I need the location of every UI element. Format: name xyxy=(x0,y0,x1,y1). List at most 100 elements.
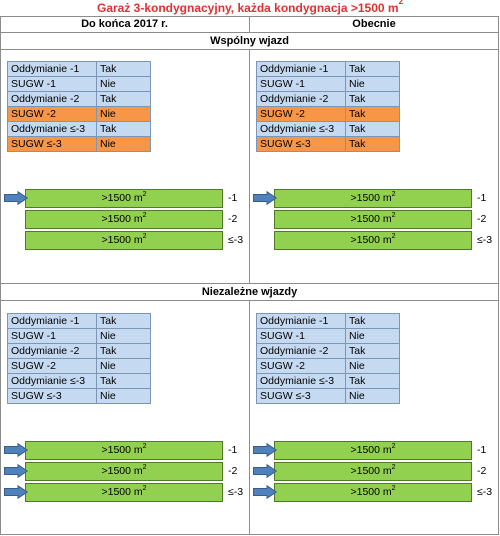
floor-area-unit-exponent: 2 xyxy=(142,463,147,471)
floor-area: >1500 m xyxy=(350,486,392,498)
page-title: Garaż 3-kondygnacyjny, każda kondygnacja… xyxy=(96,0,404,15)
divider xyxy=(249,300,250,535)
floor-level-bar: >1500 m2 xyxy=(25,483,223,502)
row-label: SUGW ≤-3 xyxy=(7,388,97,404)
entrance-arrow-icon xyxy=(4,191,28,205)
floor-area: >1500 m xyxy=(101,444,143,456)
row-value: Nie xyxy=(96,328,151,344)
row-value: Nie xyxy=(96,106,151,122)
divider xyxy=(0,32,499,33)
row-label: SUGW -1 xyxy=(256,76,346,92)
row-value: Nie xyxy=(345,76,400,92)
row-value: Tak xyxy=(96,373,151,389)
floor-level-bar: >1500 m2 xyxy=(274,231,472,250)
row-value: Nie xyxy=(345,328,400,344)
floor-level-bar: >1500 m2 xyxy=(25,441,223,460)
column-header-current: Obecnie xyxy=(352,18,396,30)
section-title-independent: Niezależne wjazdy xyxy=(201,286,298,298)
row-label: Oddymianie ≤-3 xyxy=(256,121,346,137)
floor-area-unit-exponent: 2 xyxy=(391,442,396,450)
floor-area-unit-exponent: 2 xyxy=(142,190,147,198)
entrance-arrow-icon xyxy=(4,443,28,457)
row-label: Oddymianie -2 xyxy=(7,343,97,359)
row-value: Nie xyxy=(345,388,400,404)
floor-area: >1500 m xyxy=(101,192,143,204)
row-label: Oddymianie -1 xyxy=(7,313,97,329)
row-value: Tak xyxy=(345,121,400,137)
floor-area: >1500 m xyxy=(350,234,392,246)
row-label: SUGW -2 xyxy=(256,358,346,374)
floor-area: >1500 m xyxy=(101,213,143,225)
entrance-arrow-icon xyxy=(253,464,277,478)
row-label: SUGW -2 xyxy=(256,106,346,122)
floor-level-label: -2 xyxy=(228,465,238,477)
floor-level-bar: >1500 m2 xyxy=(25,231,223,250)
floor-level-label: ≤-3 xyxy=(228,234,244,246)
floor-area: >1500 m xyxy=(101,486,143,498)
floor-level-label: -2 xyxy=(477,465,487,477)
row-label: Oddymianie -2 xyxy=(256,91,346,107)
row-label: SUGW -1 xyxy=(7,76,97,92)
row-label: SUGW -1 xyxy=(7,328,97,344)
floor-area: >1500 m xyxy=(350,465,392,477)
row-value: Nie xyxy=(345,358,400,374)
row-label: SUGW -2 xyxy=(7,358,97,374)
floor-level-bar: >1500 m2 xyxy=(25,189,223,208)
floor-level-bar: >1500 m2 xyxy=(274,210,472,229)
floor-level-bar: >1500 m2 xyxy=(274,189,472,208)
row-value: Tak xyxy=(345,373,400,389)
row-label: SUGW -1 xyxy=(256,328,346,344)
floor-level-label: -2 xyxy=(228,213,238,225)
floor-level-label: ≤-3 xyxy=(477,486,493,498)
row-label: SUGW ≤-3 xyxy=(256,388,346,404)
row-value: Tak xyxy=(345,61,400,77)
floor-level-label: -1 xyxy=(228,192,238,204)
row-label: Oddymianie ≤-3 xyxy=(7,121,97,137)
row-value: Tak xyxy=(345,106,400,122)
row-value: Tak xyxy=(96,313,151,329)
entrance-arrow-icon xyxy=(253,191,277,205)
floor-level-bar: >1500 m2 xyxy=(274,483,472,502)
section-title-shared: Wspólny wjazd xyxy=(210,35,289,47)
divider xyxy=(249,49,250,283)
row-value: Tak xyxy=(96,61,151,77)
floor-level-label: ≤-3 xyxy=(477,234,493,246)
row-value: Nie xyxy=(96,76,151,92)
floor-area: >1500 m xyxy=(350,213,392,225)
row-value: Tak xyxy=(345,343,400,359)
floor-area-unit-exponent: 2 xyxy=(142,484,147,492)
row-value: Nie xyxy=(96,136,151,152)
row-label: Oddymianie ≤-3 xyxy=(7,373,97,389)
row-label: SUGW ≤-3 xyxy=(256,136,346,152)
floor-area-unit-exponent: 2 xyxy=(391,463,396,471)
floor-area-unit-exponent: 2 xyxy=(142,211,147,219)
floor-level-label: -1 xyxy=(228,444,238,456)
floor-area-unit-exponent: 2 xyxy=(142,232,147,240)
floor-level-bar: >1500 m2 xyxy=(25,210,223,229)
floor-level-bar: >1500 m2 xyxy=(274,441,472,460)
row-label: Oddymianie -1 xyxy=(256,313,346,329)
floor-area-unit-exponent: 2 xyxy=(391,232,396,240)
entrance-arrow-icon xyxy=(253,443,277,457)
